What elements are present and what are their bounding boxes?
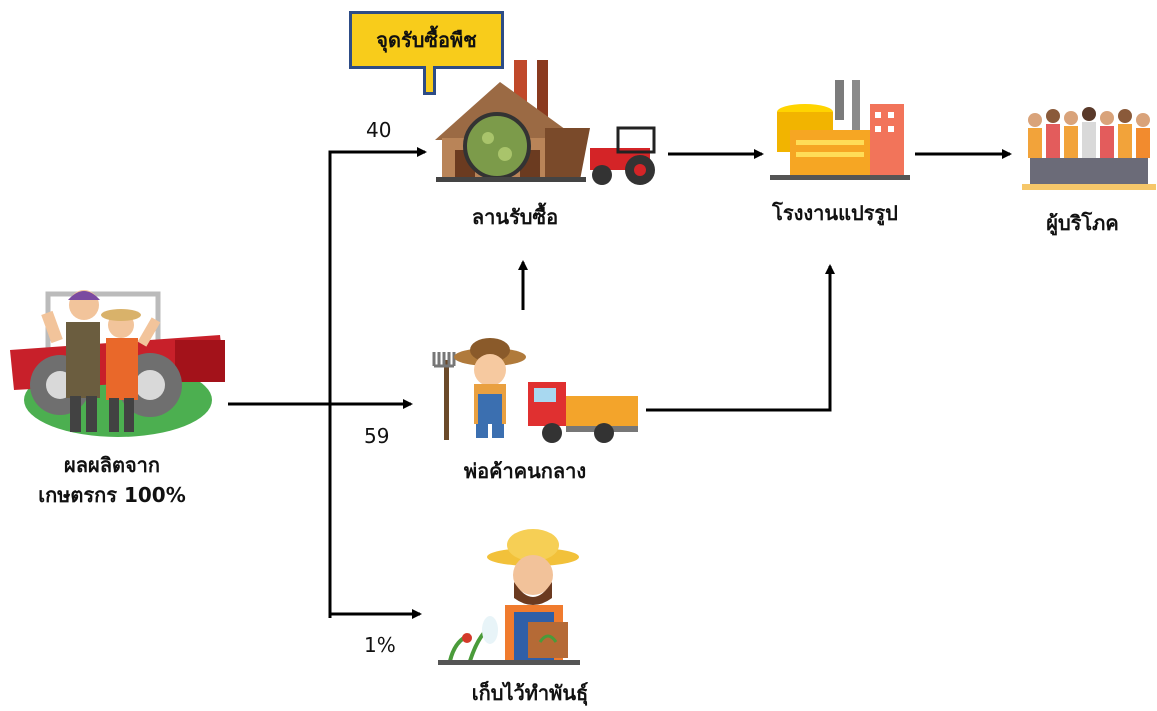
callout-pointer bbox=[423, 66, 436, 95]
farmer-label-line1: ผลผลิตจาก bbox=[64, 453, 160, 477]
seed-keeper-illustration bbox=[438, 529, 580, 665]
middleman-label: พ่อค้าคนกลาง bbox=[463, 459, 587, 483]
flow-value-to-yard: 40 bbox=[366, 118, 392, 142]
callout-text: จุดรับซื้อพืช bbox=[376, 28, 477, 52]
flow-value-to-seed: 1% bbox=[364, 633, 396, 657]
consumers-illustration bbox=[1022, 107, 1156, 190]
consumer-label: ผู้บริโภค bbox=[1046, 211, 1119, 235]
flow-value-to-middleman: 59 bbox=[364, 424, 390, 448]
arrow-middleman-to-factory bbox=[646, 264, 835, 412]
farmer-label-line2: เกษตรกร 100% bbox=[38, 483, 186, 507]
seed-label: เก็บไว้ทำพันธุ์ bbox=[471, 681, 589, 705]
factory-label: โรงงานแปรรูป bbox=[772, 201, 898, 225]
farmer-label: ผลผลิตจาก เกษตรกร 100% bbox=[12, 450, 212, 510]
flow-arrows bbox=[228, 147, 1012, 619]
farmer-couple-illustration bbox=[10, 290, 225, 437]
collection-yard-label: ลานรับซื้อ bbox=[471, 205, 559, 229]
middleman-illustration bbox=[432, 338, 638, 443]
collection-point-callout: จุดรับซื้อพืช bbox=[349, 11, 504, 69]
collection-yard-illustration bbox=[435, 60, 656, 185]
arrow-trunk-to-yard bbox=[328, 147, 427, 618]
factory-illustration bbox=[770, 80, 910, 180]
